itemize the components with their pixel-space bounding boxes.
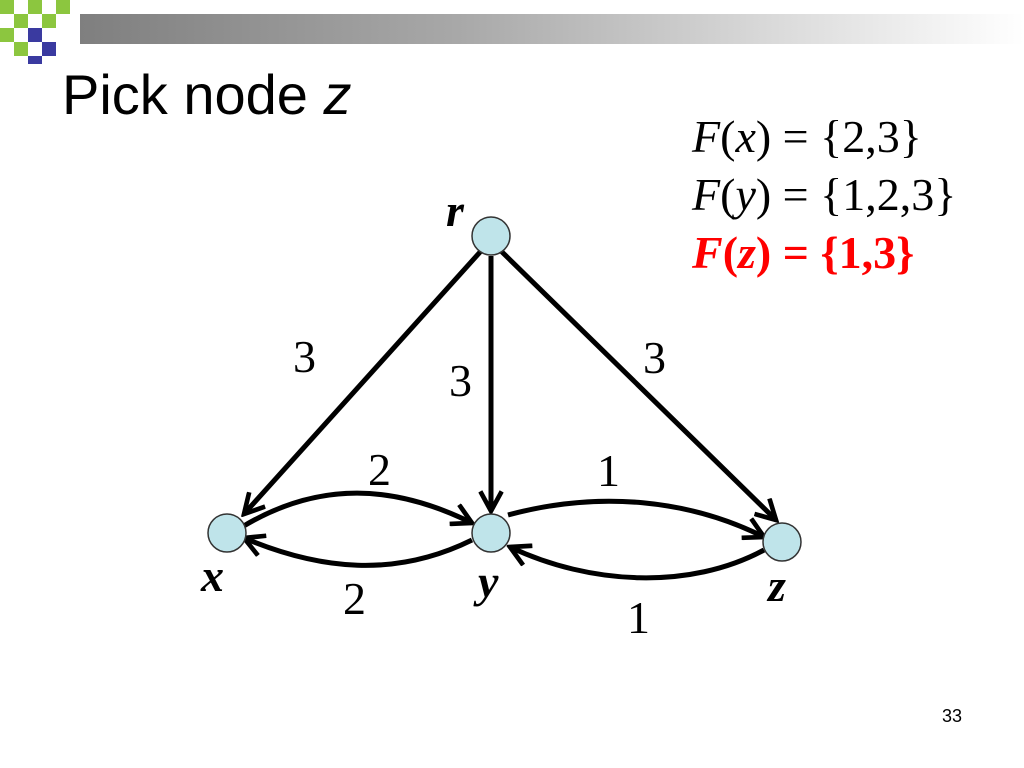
slide-title: Pick node z xyxy=(62,62,352,127)
weight-r-x: 3 xyxy=(293,331,316,382)
edge-x-to-y xyxy=(240,490,472,530)
weight-r-z: 3 xyxy=(643,332,666,383)
node-label-x: x xyxy=(200,550,224,601)
node-label-z: z xyxy=(766,560,786,611)
node-y xyxy=(471,513,511,553)
slide-logo-icon xyxy=(0,0,70,64)
formula-list: F(x) = {2,3} F(y) = {1,2,3} F(z) = {1,3} xyxy=(692,108,956,282)
formula-fy: F(y) = {1,2,3} xyxy=(692,169,957,220)
node-x xyxy=(207,513,247,553)
node-z xyxy=(762,522,802,562)
node-label-r: r xyxy=(446,185,465,236)
weight-y-z: 1 xyxy=(597,445,620,496)
slide-title-variable: z xyxy=(323,63,352,126)
edge-y-to-x xyxy=(244,538,474,568)
formula-fz: F(z) = {1,3} xyxy=(692,227,915,278)
formula-fx: F(x) = {2,3} xyxy=(692,111,922,162)
slide-title-text: Pick node xyxy=(62,63,308,126)
header-gradient-bar xyxy=(80,14,1024,44)
weight-z-y: 1 xyxy=(627,592,650,643)
weight-x-y: 2 xyxy=(368,444,391,495)
edge-y-to-z xyxy=(507,498,764,537)
edge-r-to-x xyxy=(244,249,483,514)
node-label-y: y xyxy=(473,556,499,607)
weight-r-y: 3 xyxy=(449,355,472,406)
weight-y-x: 2 xyxy=(343,573,366,624)
node-r xyxy=(471,216,511,256)
edge-r-to-z xyxy=(498,248,776,520)
slide-number: 33 xyxy=(941,706,962,726)
edge-z-to-y xyxy=(510,547,766,581)
